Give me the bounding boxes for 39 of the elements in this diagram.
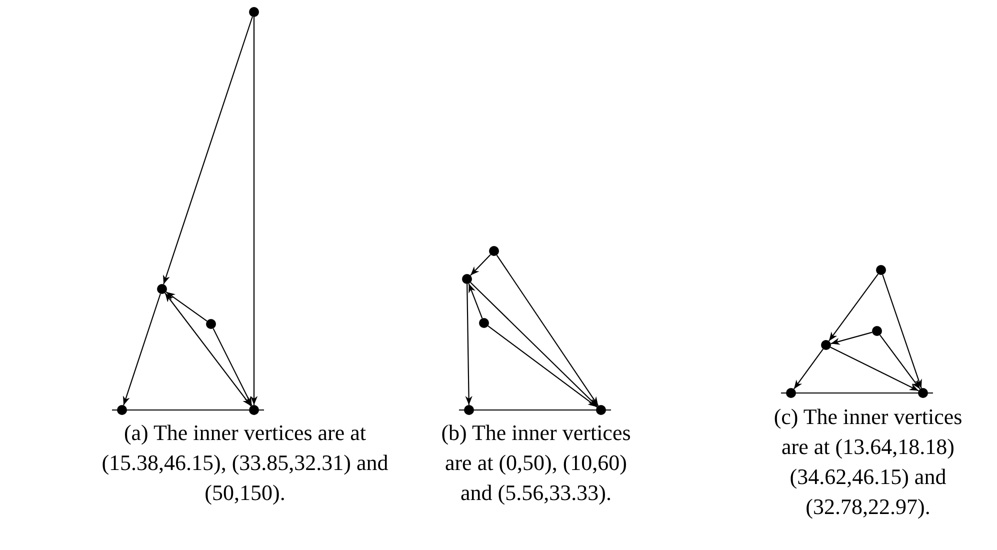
caption: (c) The inner vertices are at (13.64,18.18) (34.62,46.15) and (32.78,22.97).: [772, 403, 964, 521]
vertex-dot: [206, 319, 216, 329]
vertex-dot: [786, 388, 796, 398]
arrow: [250, 17, 258, 405]
vertex-dot: [872, 326, 882, 336]
line: [459, 409, 611, 411]
line: [781, 392, 933, 394]
arrow: [468, 283, 483, 319]
vertex-dot: [249, 405, 259, 415]
caption: (b) The inner vertices are at (0,50), (10,60) and (5.56,33.33).: [440, 419, 632, 507]
arrow: [880, 334, 920, 390]
vertex-dot: [157, 284, 167, 294]
arrow: [470, 282, 598, 407]
caption: (a) The inner vertices are at (15.38,46.15), (33.85,32.31) and (50,150).: [100, 419, 390, 507]
vertex-dot: [249, 7, 259, 17]
arrow: [164, 292, 252, 406]
vertex-dot: [479, 318, 489, 328]
line: [112, 409, 264, 411]
arrow: [830, 346, 919, 392]
arrow: [794, 348, 824, 390]
vertex-dot: [876, 265, 886, 275]
vertex-dot: [464, 405, 474, 415]
arrow: [163, 16, 253, 284]
arrow: [166, 291, 208, 322]
arrow: [212, 328, 252, 406]
arrow: [465, 284, 472, 405]
arrow: [496, 254, 599, 406]
arrow: [122, 294, 161, 406]
vertex-dot: [462, 274, 472, 284]
arrow: [488, 326, 598, 408]
arrow: [882, 274, 922, 388]
vertex-dot: [821, 340, 831, 350]
arrow: [830, 332, 872, 345]
vertex-dot: [596, 405, 606, 415]
vertex-dot: [117, 405, 127, 415]
vertex-dot: [489, 246, 499, 256]
vertex-dot: [918, 388, 928, 398]
arrow: [470, 254, 491, 276]
arrow: [828, 274, 878, 342]
